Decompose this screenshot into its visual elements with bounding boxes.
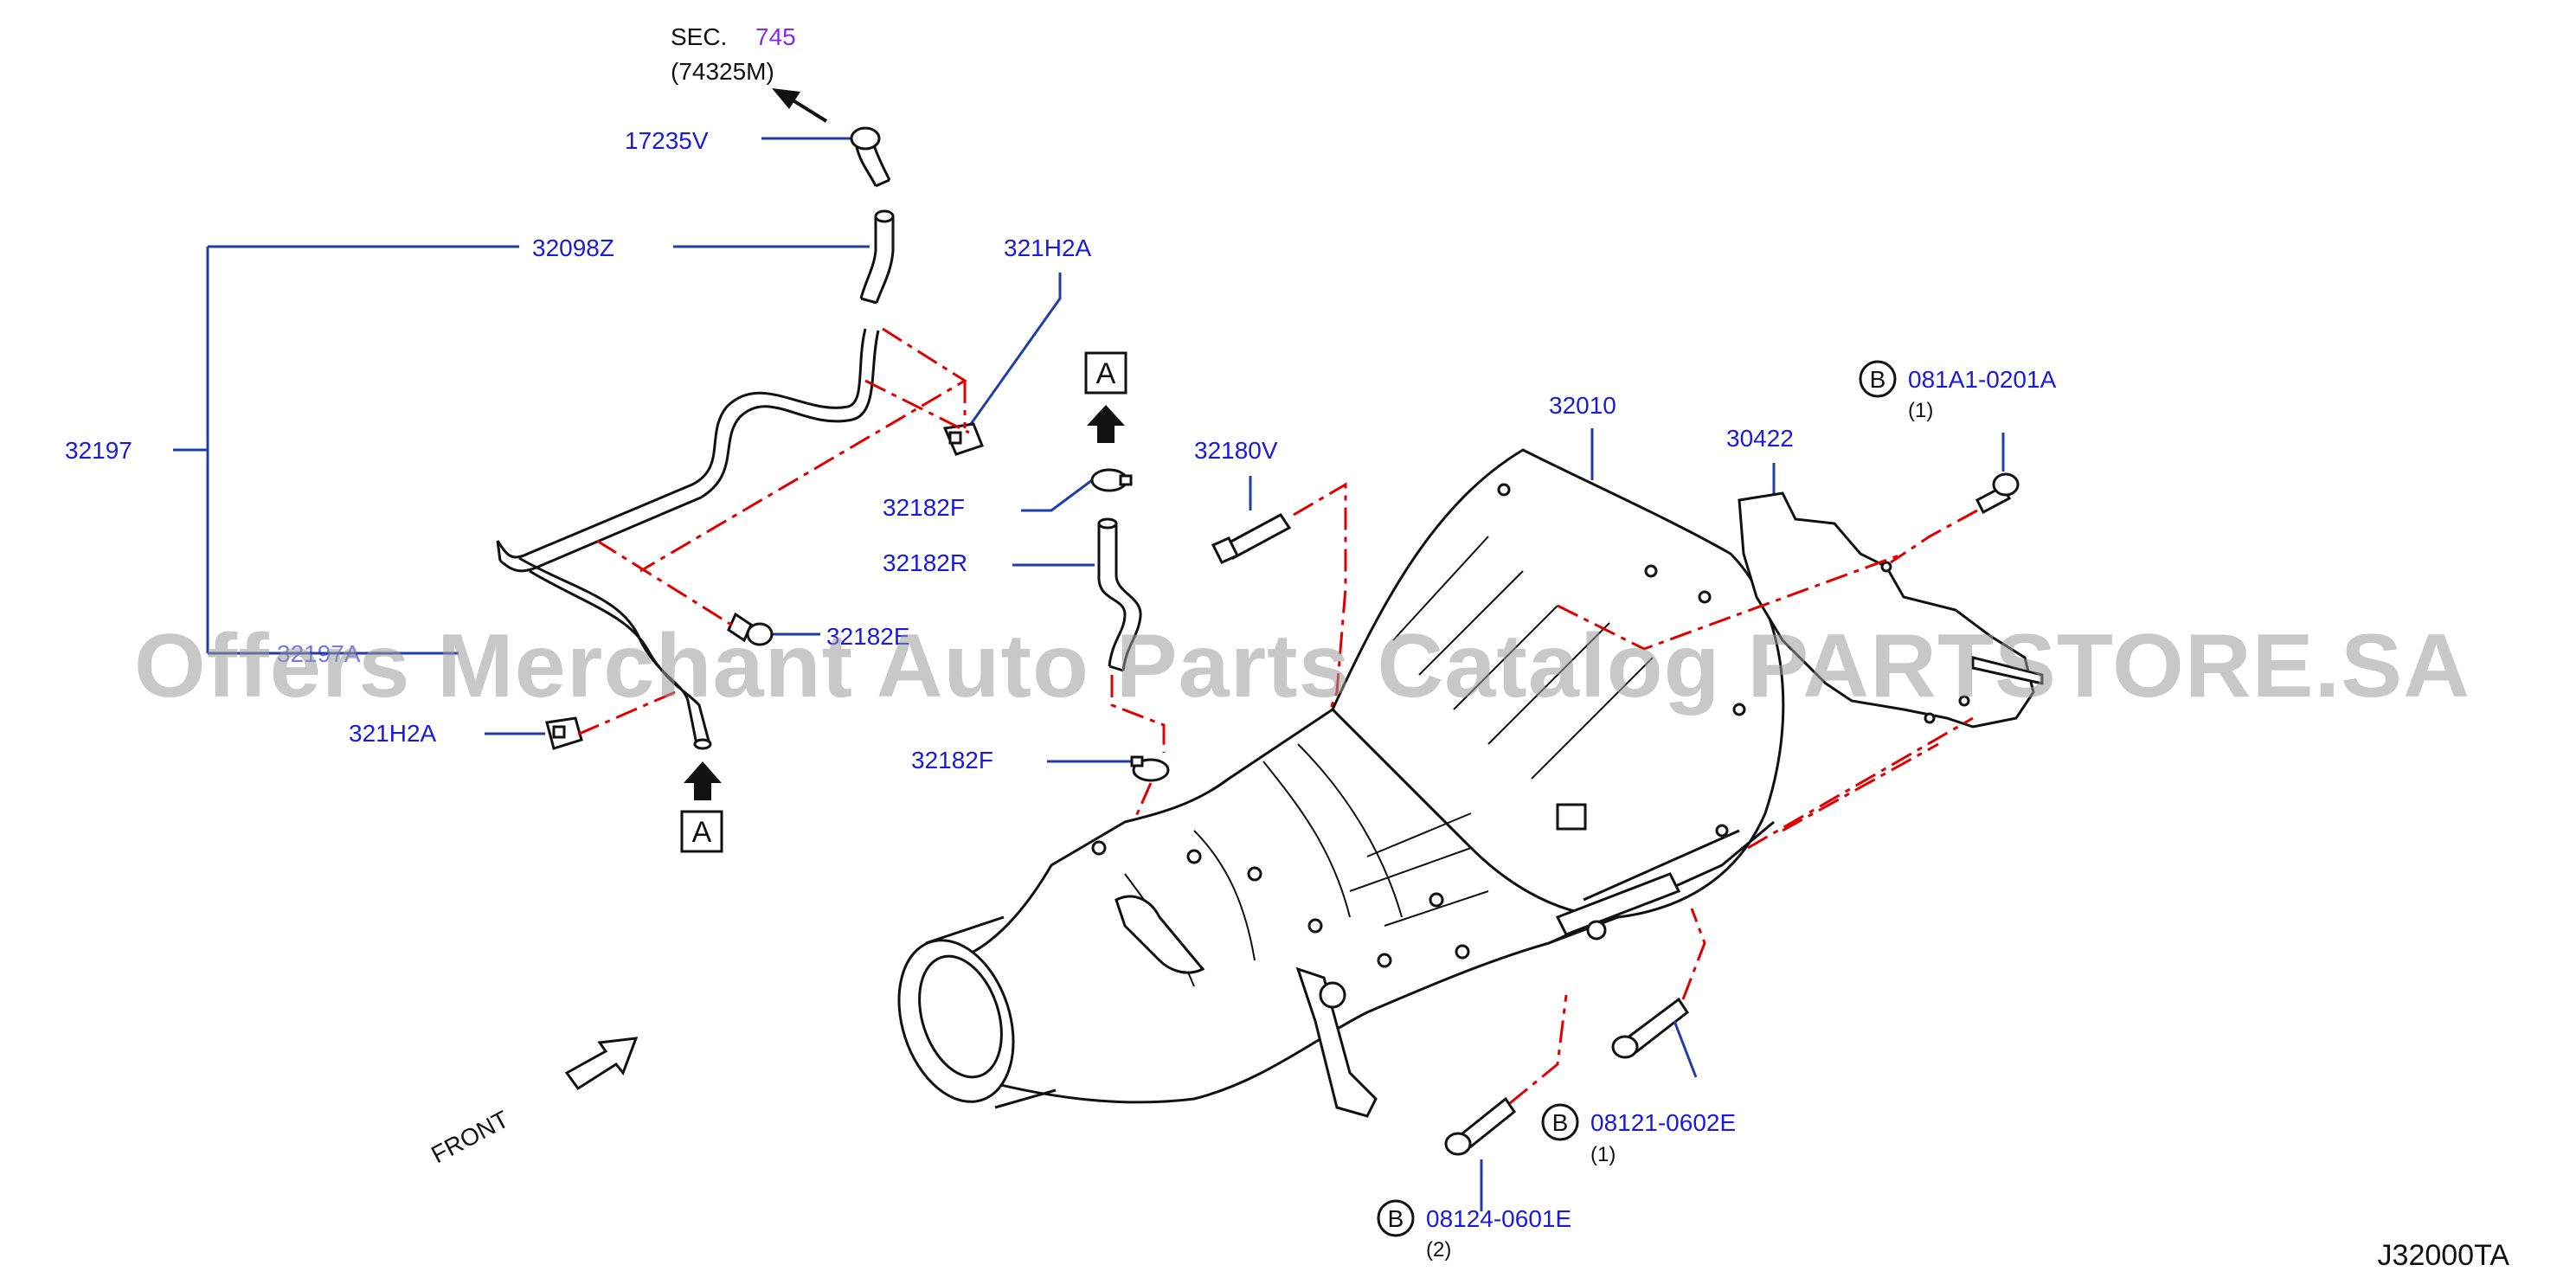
breather-tube-32197: [496, 328, 880, 750]
label-30422[interactable]: 30422: [1726, 425, 1794, 452]
label-321H2A-top[interactable]: 321H2A: [1004, 234, 1092, 261]
bolt-marker-081A1[interactable]: B: [1859, 360, 1897, 398]
bolt-qty-08124-0601E: (2): [1426, 1238, 1451, 1262]
connector-A-bottom[interactable]: A: [680, 810, 723, 853]
hose-32182R: [1097, 517, 1142, 672]
leader-32182F-top: [1021, 478, 1093, 512]
dash-08121: [1681, 908, 1706, 1000]
connector-A-top-text: A: [1096, 357, 1116, 390]
clip-321H2A-bottom: [545, 716, 583, 750]
bolt-081A1-0201A: [1975, 472, 2020, 515]
label-32182F-top[interactable]: 32182F: [883, 494, 965, 521]
dash-cover-1: [1557, 552, 1905, 651]
bolt-qty-08121-0602E: (1): [1590, 1143, 1616, 1166]
bolt-marker-08124-text: B: [1388, 1205, 1404, 1232]
cover-plate-30422: [1738, 491, 2044, 729]
bolt-08124-0601E: [1444, 1096, 1517, 1156]
leader-08121: [1673, 1020, 1698, 1078]
bolt-marker-081A1-text: B: [1870, 366, 1886, 393]
diagram-id: J32000TA: [2378, 1239, 2510, 1272]
label-32010[interactable]: 32010: [1549, 392, 1616, 419]
label-32182R[interactable]: 32182R: [883, 549, 967, 576]
label-32197-hidden[interactable]: 32197A: [277, 640, 361, 667]
dash-cover-3: [1782, 742, 1939, 832]
bolt-marker-08124[interactable]: B: [1377, 1199, 1415, 1237]
connector-arrow-bottom-icon: [684, 761, 722, 800]
bolt-32180V: [1211, 513, 1292, 564]
clip-321H2A-top: [942, 422, 984, 456]
bolt-code-08124-0601E[interactable]: 08124-0601E: [1426, 1205, 1571, 1232]
label-17235V[interactable]: 17235V: [625, 127, 709, 154]
label-32197[interactable]: 32197: [65, 437, 132, 464]
hose-32098Z: [859, 209, 895, 305]
bolt-marker-08121-text: B: [1552, 1109, 1569, 1136]
label-321H2A-bottom[interactable]: 321H2A: [349, 720, 437, 747]
section-prefix: SEC.: [671, 23, 727, 50]
dash-breather-1: [639, 327, 967, 573]
bolt-08121-0602E: [1611, 997, 1690, 1059]
clamp-32182F-bottom: [1130, 755, 1170, 782]
dash-breather-5: [575, 690, 676, 737]
bolt-marker-08121[interactable]: B: [1541, 1103, 1579, 1141]
label-32182F-bottom[interactable]: 32182F: [911, 747, 993, 774]
clamp-32182F-top: [1090, 468, 1133, 492]
hose-17235V: [850, 126, 891, 188]
label-32098Z[interactable]: 32098Z: [532, 234, 614, 261]
bolt-code-081A1-0201A[interactable]: 081A1-0201A: [1908, 366, 2057, 393]
section-number[interactable]: 745: [755, 23, 796, 50]
section-arrow-icon: [772, 88, 828, 123]
dash-cover-2: [1747, 716, 1974, 850]
dash-hose-1: [1110, 675, 1166, 753]
front-arrow-icon: [564, 1037, 639, 1091]
transmission-assembly: [897, 448, 1785, 1118]
bolt-qty-081A1-0201A: (1): [1908, 399, 1933, 422]
dash-breather-4: [596, 539, 736, 629]
leader-321H2A-top: [969, 273, 1062, 425]
label-32182E[interactable]: 32182E: [826, 623, 910, 650]
bolt-32182E: [727, 612, 774, 646]
dash-breather-3: [864, 379, 970, 434]
connector-arrow-top-icon: [1087, 405, 1125, 443]
dash-081A1: [1890, 509, 1978, 564]
label-32180V[interactable]: 32180V: [1194, 437, 1278, 464]
bolt-code-08121-0602E[interactable]: 08121-0602E: [1590, 1109, 1736, 1136]
watermark: Offers Merchant Auto Parts Catalog PARTS…: [134, 616, 2470, 716]
connector-A-top[interactable]: A: [1084, 351, 1127, 395]
section-part: (74325M): [671, 58, 774, 85]
dash-32180V: [1293, 482, 1347, 728]
section-reference[interactable]: SEC. 745 (74325M): [671, 23, 796, 85]
dash-08124: [1509, 994, 1568, 1105]
front-label: FRONT: [427, 1106, 513, 1169]
connector-A-bottom-text: A: [692, 816, 712, 849]
